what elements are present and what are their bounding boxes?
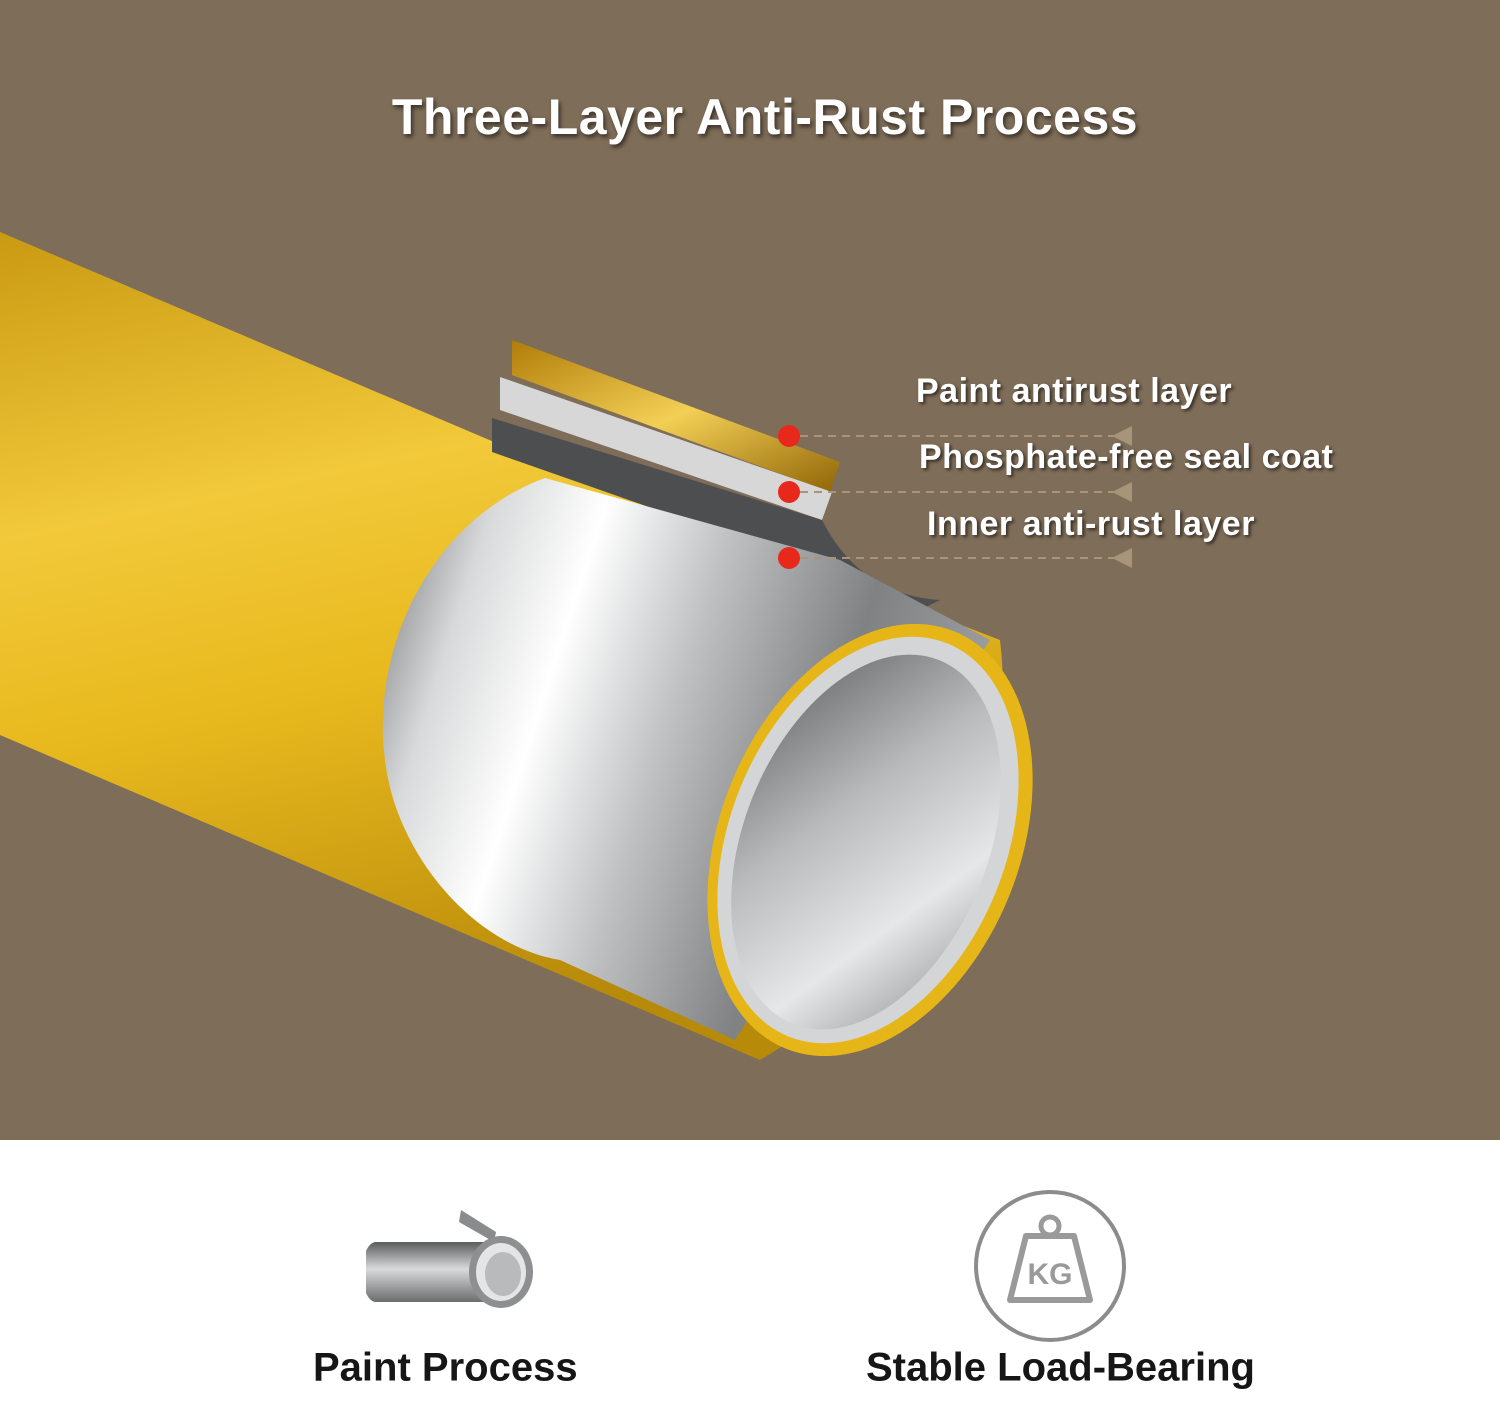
tube-cutaway-illustration [0, 232, 1132, 1060]
page-title: Three-Layer Anti-Rust Process [391, 89, 1139, 145]
kg-icon-text: KG [1028, 1258, 1073, 1291]
tube-opening [731, 654, 1001, 1030]
layer-markers [778, 425, 800, 569]
hero-section: Three-Layer Anti-Rust Process Paint anti… [0, 0, 1500, 1140]
callout-seal-coat: Phosphate-free seal coat [919, 438, 1334, 476]
feature-label-paint-process: Paint Process [313, 1345, 578, 1390]
flap-seal-coat [500, 377, 832, 520]
leader-arrows [1112, 426, 1132, 568]
tube-cutaway-icon [366, 1210, 533, 1308]
feature-label-load-bearing: Stable Load-Bearing [866, 1345, 1255, 1390]
tube-steel-sleeve [382, 478, 990, 1040]
flap-paint-layer [512, 340, 840, 492]
callout-inner-layer: Inner anti-rust layer [927, 505, 1255, 543]
kg-weight-icon: KG [974, 1190, 1126, 1342]
callout-paint-layer: Paint antirust layer [916, 372, 1233, 410]
features-section: Paint Process KG Stable Load-Bearing [0, 1140, 1500, 1415]
